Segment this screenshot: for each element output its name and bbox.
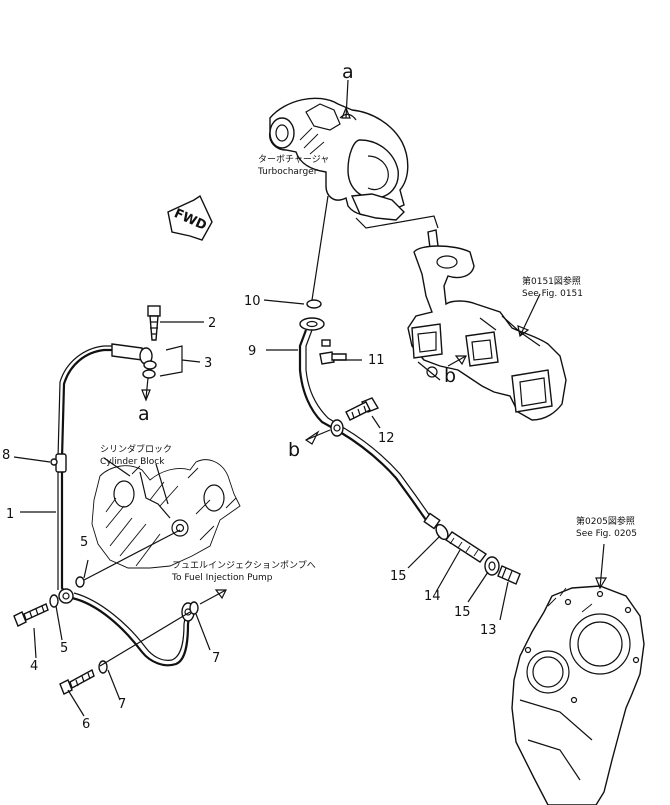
see-fig-0151-en: See Fig. 0151 bbox=[522, 289, 583, 299]
callout-5-lower: 5 bbox=[60, 641, 68, 656]
turbocharger-label-en: Turbocharger bbox=[257, 167, 318, 177]
bolt-4 bbox=[13, 603, 49, 627]
callout-13: 13 bbox=[480, 623, 497, 638]
ref-a-top: a bbox=[342, 61, 354, 83]
washer-7-lower bbox=[98, 660, 108, 674]
callout-15-right: 15 bbox=[454, 605, 471, 620]
o-ring-10 bbox=[306, 299, 322, 309]
turbocharger-drawing bbox=[269, 97, 439, 229]
bolt-6 bbox=[59, 668, 95, 695]
see-fig-0205-jp: 第0205図参照 bbox=[576, 515, 635, 527]
ref-b-manifold: b bbox=[444, 365, 456, 387]
cylinder-block-label-en: Cylinder Block bbox=[100, 457, 165, 467]
oil-tube-1 bbox=[57, 345, 192, 667]
hose-14 bbox=[444, 531, 488, 563]
gear-case-drawing bbox=[511, 585, 645, 805]
connector-13 bbox=[497, 565, 521, 585]
see-fig-0205-en: See Fig. 0205 bbox=[576, 529, 637, 539]
turbocharger-label-jp: ターボチャージャ bbox=[258, 154, 329, 165]
washer-5-lower bbox=[49, 594, 59, 608]
clip-8 bbox=[50, 453, 67, 473]
callout-7-upper: 7 bbox=[212, 651, 220, 666]
callout-3: 3 bbox=[204, 356, 212, 371]
bolt-2 bbox=[147, 305, 161, 341]
cylinder-block-label-jp: シリンダブロック bbox=[100, 443, 172, 455]
clamp-15-left bbox=[435, 523, 449, 541]
callout-4: 4 bbox=[30, 659, 38, 674]
fwd-direction-marker: FWD bbox=[167, 194, 213, 241]
callout-7-lower: 7 bbox=[118, 697, 126, 712]
bolt-12 bbox=[345, 397, 380, 421]
exhaust-manifold-drawing bbox=[407, 229, 567, 421]
gasket-3 bbox=[142, 360, 157, 379]
callout-15-left: 15 bbox=[390, 569, 407, 584]
clamp-15-right bbox=[484, 556, 500, 576]
cylinder-block-drawing bbox=[91, 459, 241, 569]
leader-lines bbox=[13, 79, 608, 717]
oil-tube-9 bbox=[298, 317, 441, 530]
fuel-pump-note-jp: フュエルインジェクションポンプへ bbox=[172, 560, 316, 571]
callout-8: 8 bbox=[2, 448, 10, 463]
ref-a-bottom: a bbox=[138, 403, 150, 425]
callout-6: 6 bbox=[82, 717, 90, 732]
callout-14: 14 bbox=[424, 589, 441, 604]
ref-b-pipe: b bbox=[288, 439, 300, 461]
see-fig-0151-jp: 第0151図参照 bbox=[522, 275, 581, 287]
fuel-pump-note-en: To Fuel Injection Pump bbox=[171, 573, 273, 583]
banjo-fittings-pipe-1 bbox=[58, 343, 195, 622]
callout-11: 11 bbox=[368, 353, 385, 368]
callout-9: 9 bbox=[248, 344, 256, 359]
callout-1: 1 bbox=[6, 507, 14, 522]
washer-5-upper bbox=[75, 576, 85, 588]
callout-2: 2 bbox=[208, 316, 216, 331]
callout-5-upper: 5 bbox=[80, 535, 88, 550]
washer-7-upper bbox=[189, 601, 199, 615]
callout-10: 10 bbox=[244, 294, 261, 309]
callout-12: 12 bbox=[378, 431, 395, 446]
